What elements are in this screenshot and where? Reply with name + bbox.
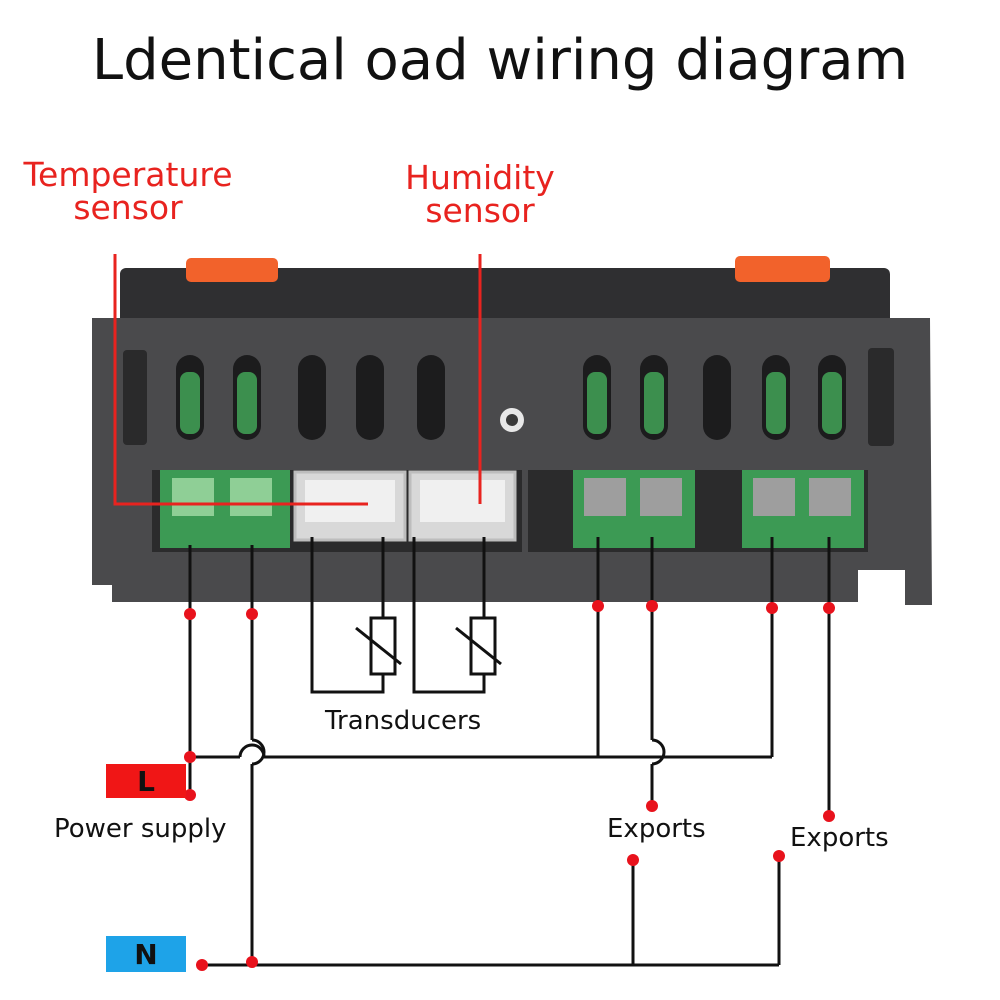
live-terminal-label: L [106, 764, 186, 798]
sensor-pointer-lines [113, 254, 482, 506]
wires [188, 537, 831, 967]
left-side-slot [123, 350, 147, 445]
humidity-transducer-icon [455, 616, 502, 676]
top-housing [120, 268, 890, 330]
sensor-plug-humidity [408, 470, 517, 542]
output-terminal-block-1 [573, 470, 695, 548]
controller-unit [92, 256, 932, 605]
power-terminal-block [160, 470, 290, 548]
humidity-sensor-label: Humidity sensor [405, 158, 555, 230]
left-clip [186, 258, 278, 282]
right-side-slot [868, 348, 894, 446]
vent-green-fill [180, 372, 842, 434]
transducers-label: Transducers [325, 706, 482, 736]
exports-label-2: Exports [790, 823, 889, 853]
power-supply-label: Power supply [54, 814, 227, 844]
exports-label-1: Exports [607, 814, 706, 844]
temperature-pointer [113, 254, 368, 506]
temperature-sensor-label: Temperature sensor [23, 155, 233, 227]
diagram-title: Ldentical oad wiring diagram [91, 28, 909, 93]
main-housing [92, 318, 932, 605]
output-terminal-block-2 [742, 470, 864, 548]
right-clip [735, 256, 830, 282]
sensor-plug-temperature [293, 470, 407, 542]
temperature-transducer-icon [355, 616, 402, 676]
connection-nodes [184, 600, 835, 971]
transducer-symbols [355, 616, 502, 676]
neutral-terminal-label: N [106, 936, 186, 972]
